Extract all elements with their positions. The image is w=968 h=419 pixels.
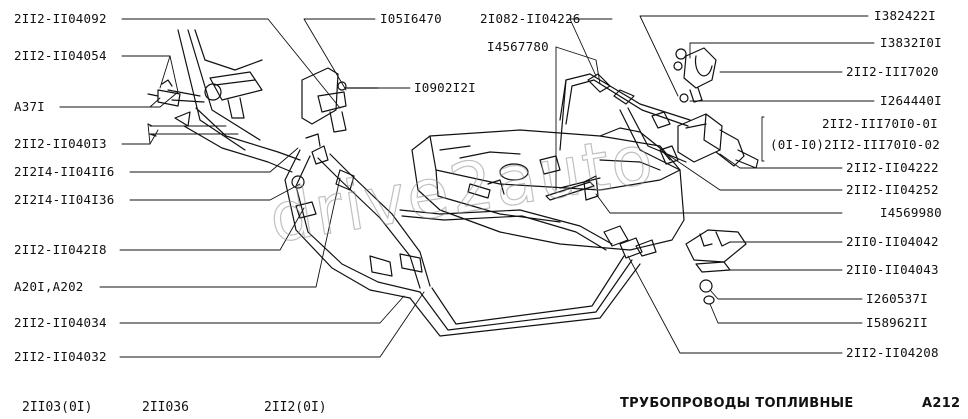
part-label: 2II2-II04034 [14,315,107,330]
small-fittings-left [147,79,561,195]
part-label: 2II2-II04032 [14,349,107,364]
part-label: I382422I [874,8,936,23]
part-label: 2II2-II04252 [846,182,939,197]
fuel-filter [677,113,759,169]
diagram-title: ТРУБОПРОВОДЫ ТОПЛИВНЫЕ [620,396,854,411]
leader-lines [59,15,875,358]
part-label: 2II2-II04054 [14,48,107,63]
part-label: 2I082-II04226 [480,11,581,26]
part-label: 2I2I4-II04II6 [14,164,115,179]
part-label: A37I [14,99,45,114]
part-label: I3832I0I [880,35,942,50]
filter-clamp [673,47,717,103]
engine-mount-sketch [167,29,301,173]
part-label: I4567780 [487,39,549,54]
model-code: 2II2(0I) [264,400,327,415]
part-label: I260537I [866,291,928,306]
page-code: A212 [922,396,961,411]
model-code: 2II036 [142,400,189,415]
part-label: 2II0-II04042 [846,234,939,249]
model-code: 2II03(0I) [22,400,93,415]
line-retainer [603,225,747,305]
part-label: 2II2-II042I8 [14,242,107,257]
part-label: 2II2-II040I3 [14,136,107,151]
steel-fuel-lines [399,209,641,337]
part-label: (0I-I0)2II2-III70I0-02 [770,137,940,152]
part-label: I264440I [880,93,942,108]
part-label: A20I,A202 [14,279,84,294]
part-label: I4569980 [880,205,942,220]
fuel-tank [411,129,685,251]
part-label: I05I6470 [380,11,442,26]
part-label: 2II0-II04043 [846,262,939,277]
part-label: I58962II [866,315,928,330]
part-label: 2II2-II04092 [14,11,107,26]
part-label: 2II2-III70I0-0I [822,116,938,131]
fuel-pump-bracket [301,67,379,133]
part-label: 2II2-II04208 [846,345,939,360]
part-label: 2II2-II04222 [846,160,939,175]
part-label: 2II2-III7020 [846,64,939,79]
part-label: 2I2I4-II04I36 [14,192,115,207]
flexible-hoses [284,149,431,299]
part-label: I0902I2I [414,80,476,95]
upper-fuel-lines [559,73,691,171]
